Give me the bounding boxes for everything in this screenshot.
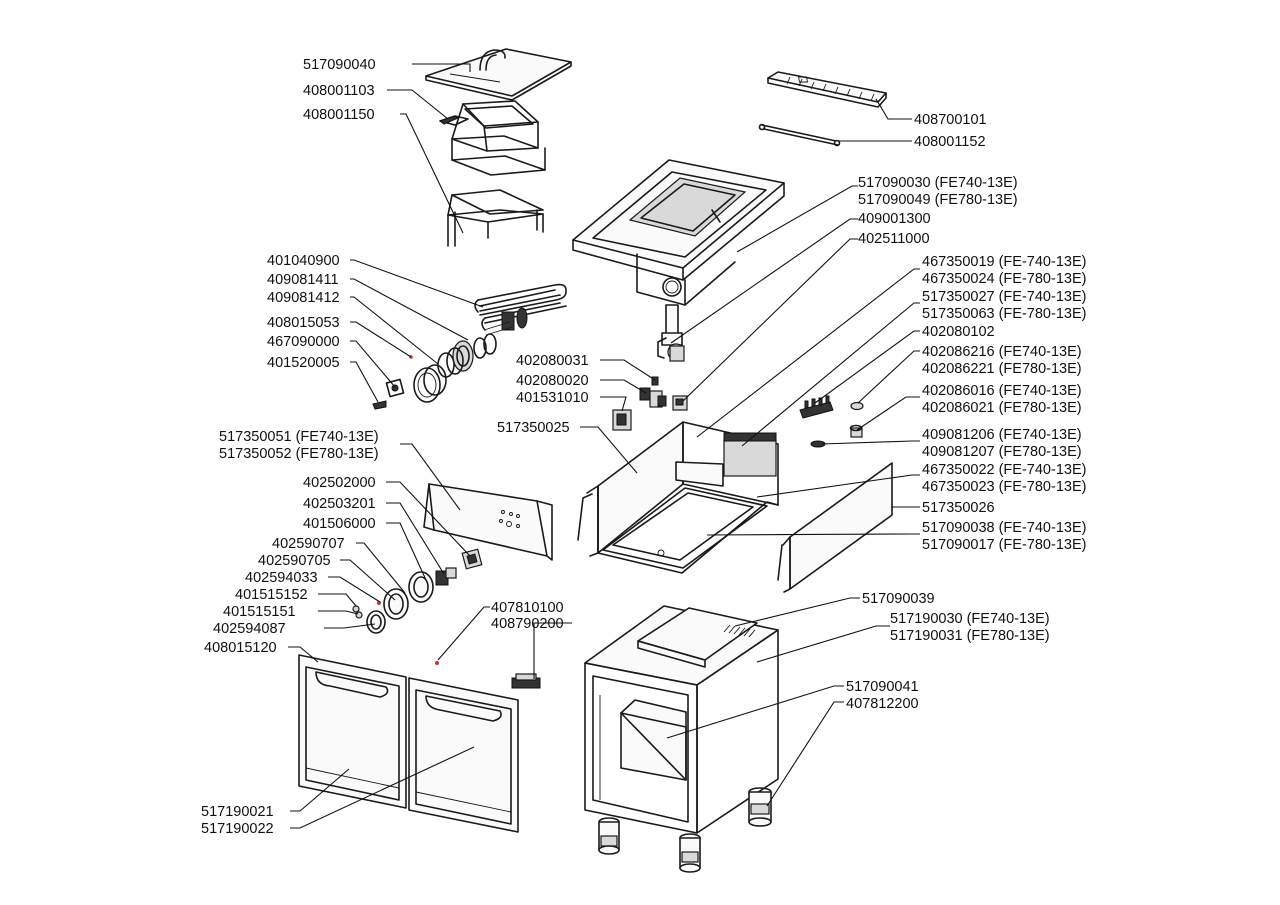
callout-402086216: 402086216 (FE740-13E) 402086221 (FE780-1… <box>922 344 1086 377</box>
inner-chassis <box>577 421 779 574</box>
callout-409081412: 409081412 <box>267 290 340 306</box>
callout-409081411: 409081411 <box>267 272 339 288</box>
heating-element <box>474 283 567 336</box>
thermostat-assembly <box>372 355 447 410</box>
callout-402086016: 402086016 (FE740-13E) 402086021 (FE780-1… <box>922 383 1086 416</box>
callout-467350022: 467350022 (FE-740-13E) 467350023 (FE-780… <box>922 462 1090 495</box>
drain-valve <box>657 304 685 362</box>
callout-517190021: 517190021 517190022 <box>201 804 278 837</box>
left-door <box>298 654 407 809</box>
terminal-block <box>799 395 864 448</box>
callout-408015120: 408015120 <box>204 640 277 656</box>
fryer-lid <box>425 48 572 101</box>
callout-402594033: 402594033 <box>245 570 318 586</box>
callout-401040900: 401040900 <box>267 253 340 269</box>
callout-401520005: 401520005 <box>267 355 340 371</box>
callout-402503201: 402503201 <box>303 496 376 512</box>
callout-517090040: 517090040 <box>303 57 376 73</box>
callout-517090038: 517090038 (FE-740-13E) 517090017 (FE-780… <box>922 520 1090 553</box>
callout-401506000: 401506000 <box>303 516 376 532</box>
callout-409081206: 409081206 (FE740-13E) 409081207 (FE780-1… <box>922 427 1086 460</box>
callout-408001103: 408001103 <box>303 83 375 99</box>
element-gaskets <box>437 333 497 378</box>
callout-401531010: 401531010 <box>516 390 589 406</box>
basket-rest-grid <box>767 71 887 108</box>
callout-402590705: 402590705 <box>258 553 331 569</box>
callout-401515151: 401515151 <box>223 604 296 620</box>
frying-basket <box>438 100 546 247</box>
callout-401515152: 401515152 <box>235 587 308 603</box>
callout-402502000: 402502000 <box>303 475 376 491</box>
callout-408015053: 408015053 <box>267 315 340 331</box>
callout-408001152: 408001152 <box>914 134 986 150</box>
side-panel <box>777 462 893 593</box>
callout-517090041: 517090041 407812200 <box>846 679 923 712</box>
callout-517190030: 517190030 (FE740-13E) 517190031 (FE780-1… <box>890 611 1054 644</box>
callout-517090039: 517090039 <box>862 591 935 607</box>
switch-components <box>612 376 688 431</box>
callout-517350025: 517350025 <box>497 420 570 436</box>
callout-517350051: 517350051 (FE740-13E) 517350052 (FE780-1… <box>219 429 383 462</box>
callout-408001150: 408001150 <box>303 107 375 123</box>
door-hinge <box>435 661 541 689</box>
control-panel <box>423 483 553 570</box>
callout-517350026: 517350026 <box>922 500 995 516</box>
callout-402511000: 402511000 <box>858 231 930 247</box>
callout-409001300: 409001300 <box>858 211 931 227</box>
callout-407810100: 407810100 408790200 <box>491 600 568 632</box>
callout-467090000: 467090000 <box>267 334 340 350</box>
callout-517350027: 517350027 (FE-740-13E) 517350063 (FE-780… <box>922 289 1090 322</box>
adjustable-feet <box>598 787 772 873</box>
base-cabinet <box>584 605 779 834</box>
callout-402080020: 402080020 <box>516 373 589 389</box>
callout-467350019: 467350019 (FE-740-13E) 467350024 (FE-780… <box>922 254 1090 287</box>
leader-lines <box>288 63 920 829</box>
control-knobs <box>352 567 457 634</box>
callout-402594087: 402594087 <box>213 621 286 637</box>
support-rod <box>758 123 841 147</box>
callout-517090030: 517090030 (FE740-13E) 517090049 (FE780-1… <box>858 175 1022 208</box>
callout-402590707: 402590707 <box>272 536 345 552</box>
callout-402080031: 402080031 <box>516 353 589 369</box>
callout-408700101: 408700101 <box>914 112 987 128</box>
callout-402080102: 402080102 <box>922 324 995 340</box>
fryer-well <box>572 159 785 306</box>
right-door <box>408 677 519 833</box>
part-number-labels: 517090040 408001103 408001150 408700101 … <box>201 57 1090 837</box>
